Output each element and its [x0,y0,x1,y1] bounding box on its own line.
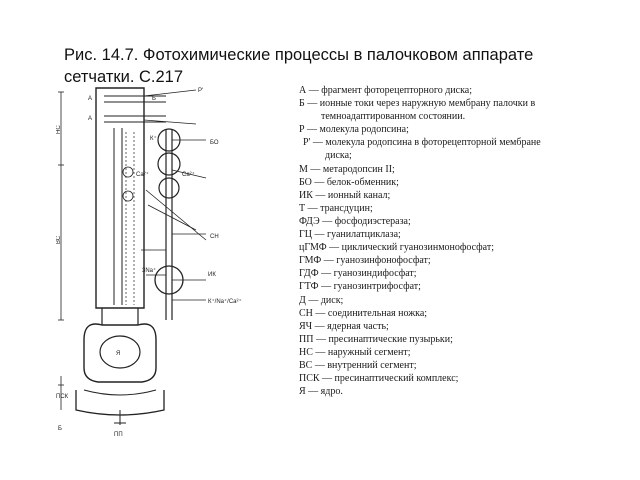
legend: А — фрагмент фоторецепторного диска; Б — … [299,84,635,398]
legend-item-continuation: темноадаптированном состоянии. [321,111,466,123]
label-psk: ПСК [56,394,69,400]
legend-item: ГТФ — гуанозинтрифосфат; [299,281,421,293]
label-b: Б [152,96,156,102]
legend-item: Д — диск; [299,294,344,306]
legend-item: цГМФ — циклический гуанозинмонофосфат; [299,242,494,254]
legend-item: ЯЧ — ядерная часть; [299,320,389,332]
label-a-mid: А [88,116,92,122]
legend-item: НС — наружный сегмент; [299,346,411,358]
legend-item: Я — ядро. [299,386,343,398]
rod-cell-diagram: А А Б Р' К⁺ БО Ca²⁺ Ca²⁺ СН 3Na⁺ К⁺/Na⁺/… [56,87,242,438]
label-k-plus: К⁺ [150,135,157,142]
label-vs: ВС [56,235,62,244]
legend-item: ГЦ — гуанилатциклаза; [299,229,401,241]
legend-item-continuation: диска; [325,150,352,162]
legend-item: ГДФ — гуанозиндифосфат; [299,268,417,280]
label-p-prime: Р' [198,88,203,94]
label-a-top: А [88,96,92,102]
legend-item: ФДЭ — фосфодиэстераза; [299,215,411,227]
legend-item: СН — соединительная ножка; [299,307,428,319]
legend-item: Т — трансдуцин; [299,202,373,214]
legend-item: БО — белок-обменник; [299,176,399,188]
legend-item: ПСК — пресинаптический комплекс; [299,373,459,385]
legend-item: Р' — молекула родопсина в фоторецепторно… [303,137,541,149]
label-b-bottom: Б [58,426,62,432]
legend-item: ВС — внутренний сегмент; [299,359,417,371]
label-ya: Я [116,351,120,357]
legend-item: ГМФ — гуанозинфонофосфат; [299,255,431,267]
label-ik: ИК [208,272,216,278]
label-cn: СН [210,234,219,240]
legend-item: ИК — ионный канал; [299,189,391,201]
slide-title: Рис. 14.7. Фотохимические процессы в пал… [64,46,534,82]
label-ca-right: Ca²⁺ [182,171,195,178]
legend-item: М — метародопсин II; [299,163,395,175]
label-mp: ПП [114,432,123,438]
legend-item: Б — ионные токи через наружную мембрану … [299,98,536,110]
label-ca-left: Ca²⁺ [136,171,149,178]
label-na-out: К⁺/Na⁺/Ca²⁺ [208,298,242,305]
label-na-in: 3Na⁺ [142,267,156,274]
label-ns: НС [56,125,62,134]
legend-item: Р — молекула родопсина; [299,124,409,136]
label-bo: БО [210,140,219,146]
legend-item: ПП — пресинаптические пузырьки; [299,333,453,345]
legend-item: А — фрагмент фоторецепторного диска; [299,85,473,96]
